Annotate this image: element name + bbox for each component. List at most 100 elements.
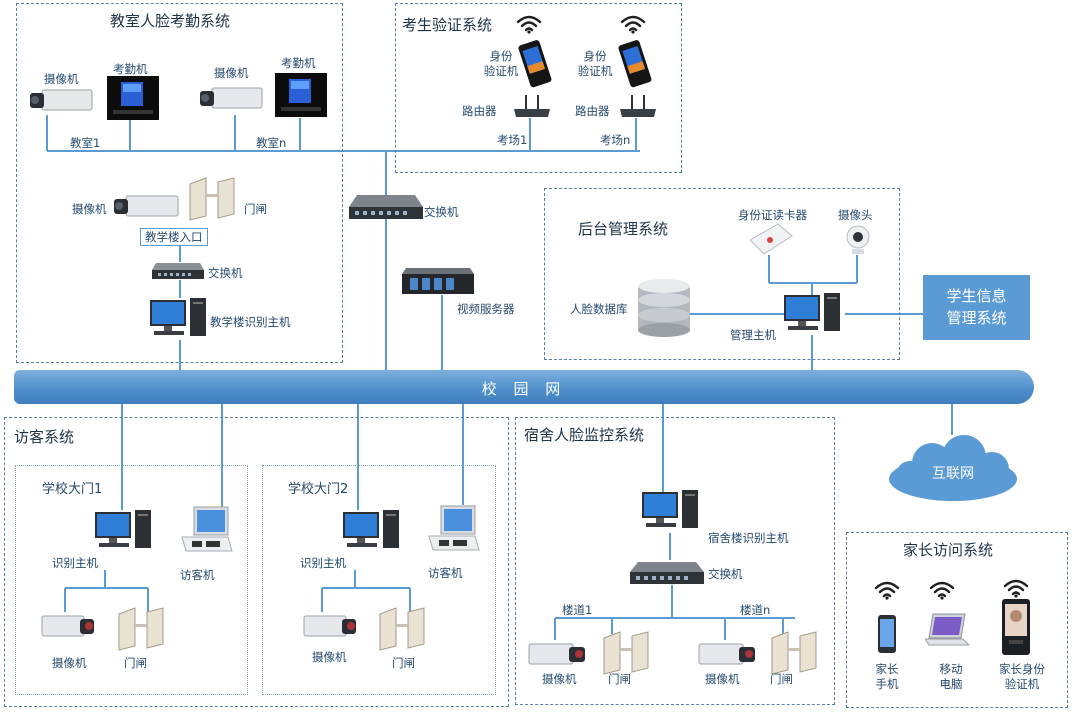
visitor-kiosk-label-2: 访客机 [428, 566, 463, 580]
wifi-icon [1003, 579, 1029, 598]
handheld-verifier-icon [518, 40, 552, 88]
camera-icon [528, 643, 585, 665]
school-gate-2-title: 学校大门2 [288, 482, 349, 497]
campus-network-label: 校 园 网 [481, 380, 567, 398]
video-server-label: 视频服务器 [457, 302, 515, 316]
id-reader-label: 身份证读卡器 [738, 208, 807, 222]
wifi-icon [620, 15, 646, 34]
campus-network-bus: 校 园 网 [14, 370, 1034, 404]
visitor-kiosk-label-1: 访客机 [180, 568, 215, 582]
backend-system-title: 后台管理系统 [578, 220, 669, 238]
backend-system-box [544, 188, 900, 360]
turnstile-gate-icon [189, 177, 235, 221]
webcam-icon [846, 225, 870, 254]
router-label-1: 路由器 [462, 104, 497, 118]
cloud-icon [889, 435, 1017, 501]
parent-system-box [846, 532, 1068, 708]
entrance-label: 教学楼入口 [140, 228, 208, 246]
laptop-icon [925, 613, 969, 646]
core-switch-icon [349, 195, 423, 219]
exam-verifier-line2: 验证机 [577, 64, 613, 78]
visitor-kiosk-icon [181, 506, 233, 552]
computer-icon [95, 510, 151, 548]
visitor-system-box [4, 417, 509, 707]
parent-laptop-line2: 电脑 [939, 677, 963, 691]
parent-verifier-line1: 家长身份 [999, 662, 1045, 676]
internet-label: 互联网 [932, 466, 974, 482]
switch-icon [152, 263, 204, 279]
entrance-camera-label: 摄像机 [72, 202, 107, 216]
visitor-host-label-1: 识别主机 [52, 556, 98, 570]
camera-icon [303, 615, 356, 637]
computer-icon [150, 298, 206, 336]
turnstile-gate-icon [603, 631, 649, 675]
exam-verifier-label-2: 身份 验证机 [570, 49, 620, 79]
computer-icon [343, 510, 399, 548]
school-gate-1-title: 学校大门1 [42, 482, 103, 497]
exam-hall-1-label: 考场1 [497, 133, 528, 147]
entrance-switch-label: 交换机 [208, 266, 243, 280]
exam-verifier-label-1: 身份 验证机 [476, 49, 526, 79]
camera-label-1: 摄像机 [44, 72, 79, 86]
school-gate2-box [262, 465, 496, 695]
dorm-camera-label-2: 摄像机 [705, 672, 740, 686]
computer-icon [784, 293, 840, 331]
internet-cloud: 互联网 [884, 433, 1022, 503]
exam-verifier-line1: 身份 [489, 49, 513, 63]
parent-laptop-line1: 移动 [939, 662, 963, 676]
attendance-label-2: 考勤机 [281, 56, 316, 70]
phone-icon [878, 615, 896, 653]
parent-phone-label: 家长 手机 [866, 662, 908, 692]
dorm-host-label: 宿舍楼识别主机 [708, 531, 789, 545]
dorm-gate-label-1: 门闸 [608, 672, 631, 686]
school-gate1-box [15, 465, 248, 695]
exam-system-box [395, 3, 682, 173]
dorm-gate-label-2: 门闸 [770, 672, 793, 686]
visitor-gate-label-1: 门闸 [124, 656, 147, 670]
camera-icon [114, 195, 179, 217]
router-label-2: 路由器 [575, 104, 610, 118]
id-card-reader-icon [749, 223, 793, 255]
dorm-switch-label: 交换机 [708, 567, 743, 581]
parent-phone-line2: 手机 [875, 677, 899, 691]
wifi-icon [874, 581, 900, 600]
corridor-1-label: 楼道1 [562, 603, 593, 617]
student-info-line1: 学生信息 [946, 287, 1007, 305]
dorm-system-box [515, 417, 835, 705]
camera-icon [41, 615, 94, 637]
database-icon [638, 279, 690, 337]
classroom-system-box [16, 3, 343, 363]
handheld-verifier-icon [618, 40, 652, 88]
exam-system-title: 考生验证系统 [402, 16, 493, 34]
attendance-label-1: 考勤机 [113, 62, 148, 76]
video-server-icon [402, 268, 474, 294]
turnstile-gate-icon [118, 607, 164, 651]
visitor-camera-label-2: 摄像机 [312, 650, 347, 664]
camera-icon [200, 87, 263, 109]
switch-icon [630, 562, 704, 584]
core-switch-label: 交换机 [424, 205, 459, 219]
classroom-host-label: 教学楼识别主机 [210, 315, 291, 329]
computer-icon [642, 490, 698, 528]
turnstile-gate-icon [379, 607, 425, 651]
entrance-gate-label: 门闸 [244, 202, 267, 216]
attendance-machine-icon [107, 76, 159, 120]
turnstile-gate-icon [771, 631, 817, 675]
visitor-gate-label-2: 门闸 [392, 656, 415, 670]
student-info-system: 学生信息 管理系统 [923, 275, 1030, 340]
camera-icon [698, 643, 755, 665]
exam-verifier-line2: 验证机 [483, 64, 519, 78]
exam-hall-n-label: 考场n [600, 133, 631, 147]
parent-system-title: 家长访问系统 [903, 541, 994, 559]
camera-label-2: 摄像机 [214, 66, 249, 80]
camera-icon [30, 89, 93, 111]
face-verifier-icon [1002, 599, 1030, 655]
management-host-label: 管理主机 [730, 328, 776, 342]
corridor-n-label: 楼道n [740, 603, 771, 617]
wifi-icon [516, 15, 542, 34]
classroom-system-title: 教室人脸考勤系统 [110, 12, 231, 30]
visitor-camera-label-1: 摄像机 [52, 656, 87, 670]
wifi-icon [929, 581, 955, 600]
